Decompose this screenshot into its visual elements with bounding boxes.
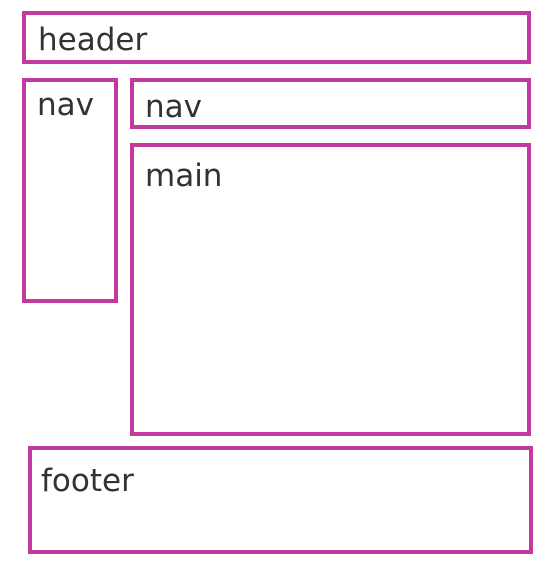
main-box: main [130, 143, 531, 436]
top-nav-label: nav [145, 89, 202, 125]
side-nav-label: nav [37, 87, 94, 123]
footer-box: footer [28, 446, 533, 554]
main-label: main [145, 158, 223, 194]
top-nav-box: nav [130, 78, 531, 129]
header-box: header [22, 11, 531, 64]
header-label: header [38, 22, 148, 58]
footer-label: footer [41, 463, 134, 499]
side-nav-box: nav [22, 78, 118, 303]
